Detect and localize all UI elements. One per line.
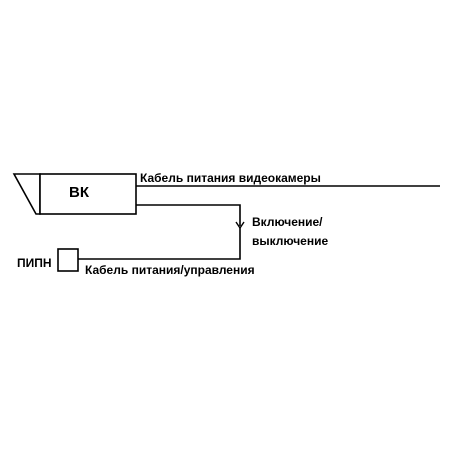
camera-to-switch-line [136, 204, 241, 226]
camera-body [39, 173, 137, 215]
switch-label-line2: выключение [252, 234, 328, 248]
camera-lens [12, 173, 41, 215]
psu-label: ПИПН [17, 256, 52, 270]
switch-to-psu-line [78, 228, 241, 260]
power-control-cable-label: Кабель питания/управления [85, 263, 255, 277]
camera-power-cable-label: Кабель питания видеокамеры [140, 171, 321, 185]
camera-label: ВК [69, 184, 90, 201]
switch-label-line1: Включение/ [252, 215, 323, 229]
psu-box [57, 248, 79, 272]
